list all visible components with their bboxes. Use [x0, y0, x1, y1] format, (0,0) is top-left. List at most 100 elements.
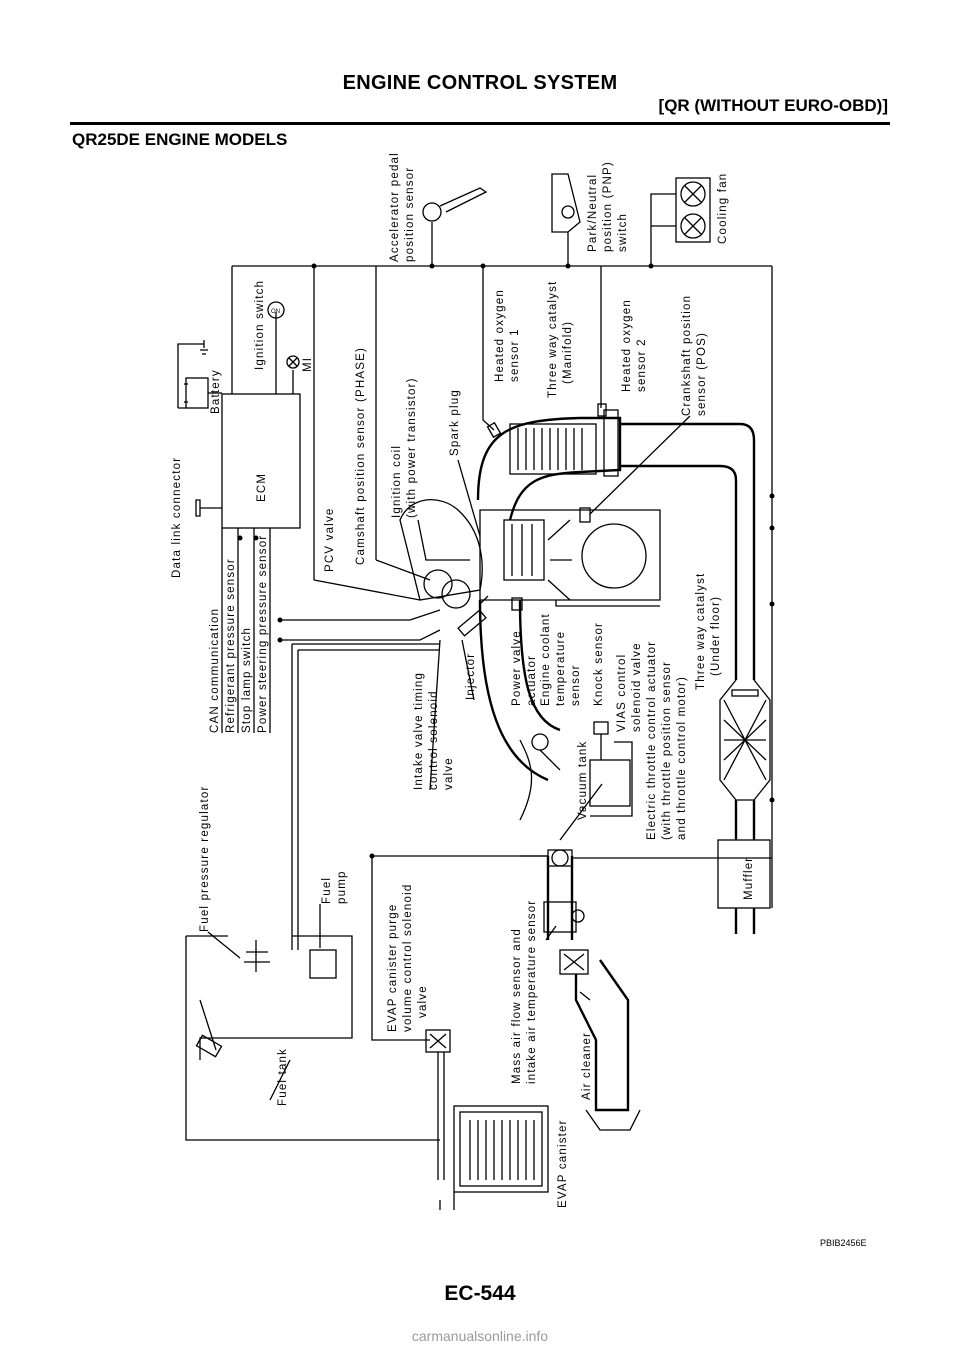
- cylinder-head: [399, 459, 483, 609]
- label-line: (with power transistor): [406, 377, 418, 518]
- label-ignition-switch: Ignition switch: [254, 280, 266, 370]
- label-line: Mass air flow sensor and: [511, 928, 523, 1084]
- accelerator-pedal-icon: [422, 187, 488, 266]
- label-line: (Manifold): [562, 321, 574, 384]
- label-evap-canister: EVAP canister: [557, 1119, 569, 1208]
- engine-block: [479, 509, 661, 601]
- label-line: solenoid valve: [631, 642, 643, 732]
- label-pcv-valve: PCV valve: [324, 508, 336, 573]
- injector-signal: [280, 609, 441, 621]
- coolant-sensor-mark: [511, 597, 523, 611]
- throttle-body: [520, 849, 772, 867]
- label-line: control solenoid: [428, 690, 440, 790]
- label-line: (with throttle position sensor: [661, 661, 673, 840]
- label-maf: Mass air flow sensor and intake air temp…: [511, 900, 538, 1084]
- label-cooling-fan: Cooling fan: [717, 173, 729, 244]
- label-mi: MI: [302, 357, 314, 372]
- label-line: sensor 1: [509, 328, 521, 382]
- cooling-fan-icon: [650, 177, 711, 266]
- camshaft-sensor-line: [375, 559, 431, 581]
- svg-text:ON: ON: [271, 309, 280, 315]
- label-line: sensor 2: [636, 338, 648, 392]
- label-line: sensor (POS): [696, 332, 708, 416]
- label-line: Park/Neutral: [587, 174, 599, 252]
- label-line: Engine coolant: [540, 613, 552, 706]
- battery-symbol: [177, 340, 222, 409]
- underfloor-catalyst: [719, 679, 771, 840]
- label-crankshaft-sensor: Crankshaft position sensor (POS): [681, 295, 708, 416]
- label-battery: Battery: [210, 369, 222, 414]
- label-can-communication: CAN communication: [209, 608, 221, 733]
- label-vacuum-tank: Vacuum tank: [577, 741, 589, 820]
- label-fuel-pressure-regulator: Fuel pressure regulator: [199, 786, 211, 933]
- label-park-neutral: Park/Neutral position (PNP) switch: [587, 161, 629, 252]
- label-line: pump: [336, 870, 348, 904]
- leader-lines: [207, 639, 591, 1101]
- crankshaft-sensor: [579, 415, 691, 523]
- pcv-valve-line: [313, 579, 421, 601]
- label-air-cleaner: Air cleaner: [581, 1032, 593, 1100]
- label-power-steering: Power steering pressure sensor: [257, 535, 269, 733]
- label-twc-underfloor: Three way catalyst (Under floor): [695, 573, 722, 690]
- o2-sensor1-line: [482, 266, 495, 431]
- ecm-box: [221, 393, 301, 529]
- label-data-link-connector: Data link connector: [171, 457, 183, 578]
- injector-icon: [457, 595, 489, 637]
- label-line: Electric throttle control actuator: [646, 641, 658, 840]
- label-line: Three way catalyst: [547, 281, 559, 398]
- label-line: sensor: [570, 664, 582, 706]
- page-number: EC-544: [444, 1282, 516, 1305]
- label-line: VIAS control: [616, 654, 628, 732]
- label-ivt-solenoid: Intake valve timing control solenoid val…: [413, 672, 455, 790]
- mi-lamp-icon: [286, 355, 300, 369]
- muffler-box: [717, 839, 771, 934]
- label-ignition-coil: Ignition coil (with power transistor): [391, 377, 418, 518]
- label-line: Heated oxygen: [621, 299, 633, 392]
- label-line: temperature: [555, 631, 567, 706]
- label-line: Crankshaft position: [681, 295, 693, 416]
- label-line: position sensor: [404, 167, 416, 262]
- knock-sensor-line: [555, 600, 660, 607]
- fuel-line: [291, 643, 440, 950]
- exhaust-manifold: [476, 409, 756, 680]
- ecm-input-lines: [221, 528, 271, 733]
- data-link-connector: [195, 499, 222, 517]
- o2-sensor-1: [486, 421, 502, 439]
- label-stop-lamp: Stop lamp switch: [241, 627, 253, 733]
- fuel-tank: [185, 935, 440, 1141]
- label-line: Three way catalyst: [695, 573, 707, 690]
- label-line: Accelerator pedal: [389, 152, 401, 262]
- label-line: valve: [443, 757, 455, 790]
- label-spark-plug: Spark plug: [449, 389, 461, 456]
- label-muffler: Muffler: [743, 857, 755, 900]
- section-title: QR25DE ENGINE MODELS: [72, 130, 288, 149]
- label-line: Intake valve timing: [413, 672, 425, 790]
- label-refrigerant-pressure: Refrigerant pressure sensor: [225, 558, 237, 733]
- label-line: Ignition coil: [391, 445, 403, 518]
- label-line: intake air temperature sensor: [526, 900, 538, 1084]
- footer-source: carmanualsonline.info: [411, 1328, 549, 1344]
- label-line: EVAP canister purge: [387, 904, 399, 1033]
- label-line: Fuel: [321, 877, 333, 904]
- label-line: valve: [417, 985, 429, 1018]
- label-fuel-tank: Fuel tank: [277, 1048, 289, 1106]
- o2-sensor-2: [597, 403, 607, 417]
- header-rule: [70, 122, 890, 125]
- vias-solenoid: [593, 721, 609, 760]
- ivt-signal: [280, 629, 441, 641]
- label-line: position (PNP): [602, 161, 614, 252]
- label-camshaft-sensor: Camshaft position sensor (PHASE): [355, 347, 367, 565]
- label-throttle: Electric throttle control actuator (with…: [646, 641, 688, 840]
- label-accelerator-pedal: Accelerator pedal position sensor: [389, 152, 416, 262]
- label-knock-sensor: Knock sensor: [593, 622, 605, 706]
- label-vias: VIAS control solenoid valve: [616, 642, 643, 732]
- bus-junctions: [237, 263, 775, 859]
- label-line: volume control solenoid: [402, 884, 414, 1032]
- label-twc-manifold: Three way catalyst (Manifold): [547, 281, 574, 398]
- label-fuel-pump: Fuel pump: [321, 870, 348, 904]
- header-subtitle: [QR (WITHOUT EURO-OBD)]: [658, 96, 888, 115]
- label-evap-purge: EVAP canister purge volume control solen…: [387, 884, 429, 1032]
- label-heated-o2-1: Heated oxygen sensor 1: [494, 289, 521, 382]
- label-line: (Under floor): [710, 596, 722, 676]
- label-injector: Injector: [465, 653, 477, 700]
